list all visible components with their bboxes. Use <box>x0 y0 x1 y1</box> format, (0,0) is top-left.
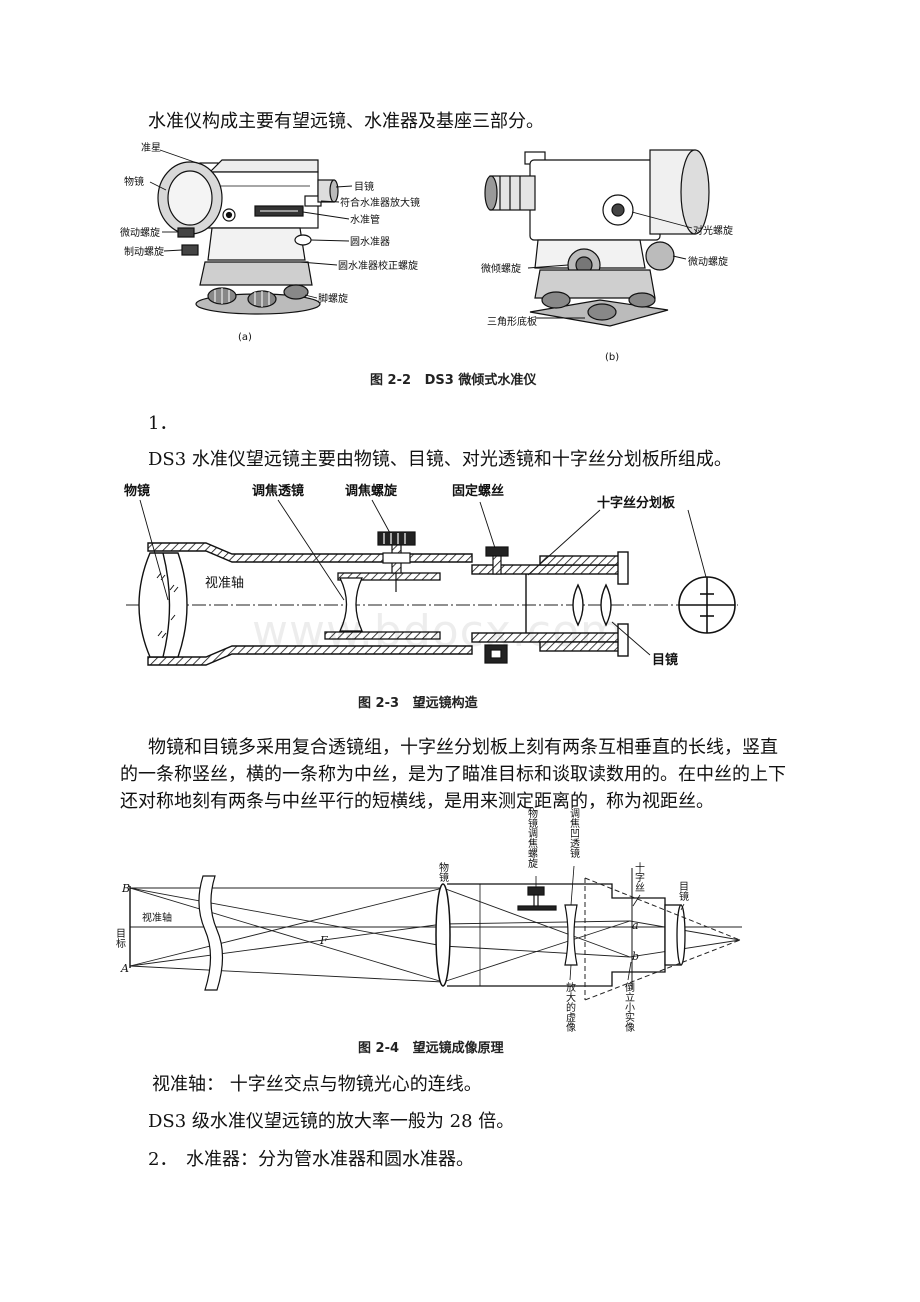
label-tube-level: 水准管 <box>350 213 380 226</box>
reticle-and-eyepiece <box>525 574 612 633</box>
label-tangent-screw-b: 微动螺旋 <box>688 255 728 268</box>
light-ray <box>129 887 444 947</box>
objective-lens <box>435 883 451 987</box>
label-coincidence-magnifier: 符合水准器放大镜 <box>340 196 420 209</box>
telescope-body <box>447 868 686 990</box>
telescope-tube <box>147 542 629 666</box>
light-ray <box>442 945 631 958</box>
label-fixing-screw: 固定螺丝 <box>452 483 504 499</box>
label-objective-focus-screw: 物镜调焦螺旋 <box>526 807 538 869</box>
fixing-screws <box>484 546 509 664</box>
label-eyepiece: 目镜 <box>677 881 689 902</box>
focusing-screw <box>377 531 416 592</box>
label-triangular-base: 三角形底板 <box>487 315 537 328</box>
figure-2-4-imaging-principle: 物镜调焦螺旋 调焦凹透镜 物镜 十字丝 目镜 目标 放大的虚像 倒立小实像 B … <box>114 807 742 1032</box>
objective-focus-screw <box>517 886 557 911</box>
paragraph-line-3: 还对称地刻有两条与中丝平行的短横线，是用来测定距离的，称为视距丝。 <box>120 791 714 812</box>
focusing-lens <box>324 572 441 640</box>
label-objective: 物镜 <box>437 861 449 883</box>
light-ray <box>129 923 444 967</box>
label-objective: 物镜 <box>124 483 150 499</box>
figure-2-2-caption: 图 2-2 DS3 微倾式水准仪 <box>370 373 537 388</box>
label-point-a: A <box>120 962 129 975</box>
figure-2-3-leader-lines <box>139 499 707 656</box>
label-line-of-sight: 视准轴 <box>142 911 172 924</box>
label-clamp-screw: 制动螺旋 <box>124 245 164 258</box>
light-ray <box>129 887 444 983</box>
level-instrument-a <box>157 159 339 315</box>
section-2-text: 水准器：分为管水准器和圆水准器。 <box>186 1149 474 1170</box>
label-image-b: b <box>632 950 639 963</box>
label-tilting-screw: 微倾螺旋 <box>481 262 521 275</box>
label-line-of-sight: 视准轴 <box>205 576 244 591</box>
concave-focus-lens <box>564 904 578 966</box>
label-virtual-image: 放大的虚像 <box>564 981 576 1032</box>
paragraph-line-2: 的一条称竖丝，横的一条称为中丝，是为了瞄准目标和谈取读数用的。在中丝的上下 <box>120 764 786 785</box>
label-foot-screw: 脚螺旋 <box>318 292 348 305</box>
level-instrument-b <box>484 149 710 327</box>
label-real-image: 倒立小实像 <box>623 982 635 1032</box>
paragraph-line-1: 物镜和目镜多采用复合透镜组，十字丝分划板上刻有两条互相垂直的长线，竖直 <box>148 737 778 758</box>
break-mark <box>198 875 224 991</box>
figure-2-4-caption: 图 2-4 望远镜成像原理 <box>358 1041 504 1056</box>
virtual-image-lines <box>584 877 742 1001</box>
label-focusing-screw: 调焦螺旋 <box>345 483 398 499</box>
label-concave-focus-lens: 调焦凹透镜 <box>568 808 580 859</box>
label-eyepiece: 目镜 <box>652 652 678 668</box>
intro-text: 水准仪构成主要有望远镜、水准器及基座三部分。 <box>148 111 544 132</box>
magnification-text: DS3 级水准仪望远镜的放大率一般为 28 倍。 <box>148 1111 515 1132</box>
label-tangent-screw: 微动螺旋 <box>120 226 160 239</box>
label-focusing-lens: 调焦透镜 <box>252 483 304 499</box>
figure-2-4-leader-lines <box>535 865 685 981</box>
section-1-text: DS3 水准仪望远镜主要由物镜、目镜、对光透镜和十字丝分划板所组成。 <box>148 449 732 470</box>
objective-lens <box>138 552 188 658</box>
figure-2-3-telescope-structure: 物镜 调焦透镜 调焦螺旋 固定螺丝 十字丝分划板 视准轴 目镜 <box>124 483 738 668</box>
label-crosshair: 十字丝 <box>633 861 645 892</box>
label-image-a: a <box>632 919 639 932</box>
section-2-number: 2． <box>148 1149 178 1170</box>
figure-tag-a: (a) <box>238 332 252 343</box>
label-focus-screw: 对光螺旋 <box>693 224 733 237</box>
label-eyepiece: 目镜 <box>354 180 374 193</box>
light-ray <box>129 965 444 983</box>
section-1-number: 1． <box>148 413 178 434</box>
label-circular-level-adjust: 圆水准器校正螺旋 <box>338 259 418 272</box>
reticle-view <box>678 576 736 634</box>
label-target: 目标 <box>114 928 126 949</box>
figure-a-leader-lines <box>149 149 353 299</box>
figure-2-2-level-drawings: 准星 物镜 目镜 符合水准器放大镜 水准管 微动螺旋 制动螺旋 圆水准器 圆水准… <box>120 142 733 363</box>
label-objective: 物镜 <box>124 175 144 188</box>
label-circular-level: 圆水准器 <box>350 236 390 248</box>
figure-2-3-caption: 图 2-3 望远镜构造 <box>358 696 478 711</box>
light-ray <box>442 920 631 925</box>
label-point-b: B <box>121 882 130 895</box>
figure-b-leader-lines <box>527 211 693 319</box>
figure-tag-b: (b) <box>605 352 619 363</box>
label-reticle: 十字丝分划板 <box>597 495 676 511</box>
label-sight: 准星 <box>141 142 161 154</box>
label-focus-f: F <box>319 934 328 947</box>
definition-text: 视准轴： 十字丝交点与物镜光心的连线。 <box>152 1074 482 1095</box>
